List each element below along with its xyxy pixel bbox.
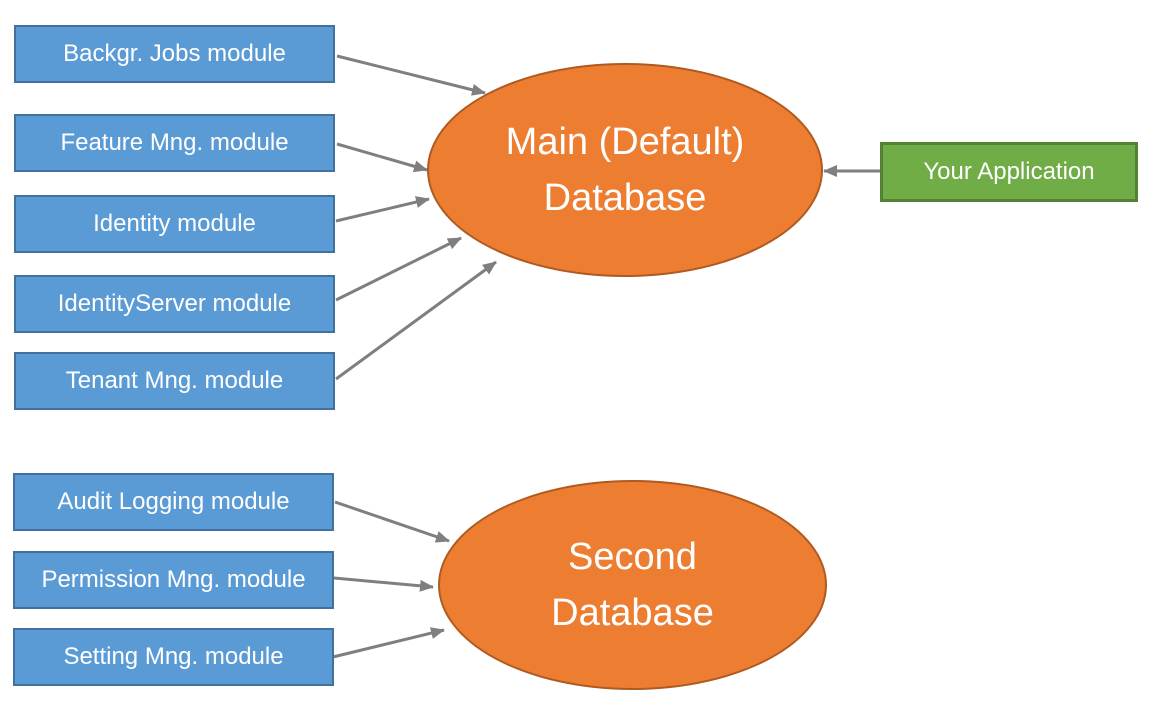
node-label: Feature Mng. module: [60, 129, 289, 156]
arrow-tenant-mng-to-main-db: [335, 260, 497, 381]
node-label: IdentityServer module: [57, 290, 292, 317]
node-audit-logging-module: Audit Logging module: [13, 473, 334, 531]
arrow-identityserver-to-main-db: [335, 236, 462, 302]
node-main-database: Main (Default) Database: [427, 63, 823, 277]
node-label-line1: Second: [568, 536, 697, 578]
node-identityserver-module: IdentityServer module: [14, 275, 335, 333]
node-tenant-mng-module: Tenant Mng. module: [14, 352, 335, 410]
arrow-permission-mng-to-second-db: [333, 576, 434, 592]
node-label: Identity module: [93, 210, 256, 237]
arrow-setting-mng-to-second-db: [332, 627, 445, 659]
node-label-line1: Main (Default): [505, 121, 745, 163]
node-label-line2: Database: [543, 177, 707, 219]
node-label: Backgr. Jobs module: [63, 40, 286, 67]
arrow-feature-mng-to-main-db: [336, 142, 428, 173]
node-your-application: Your Application: [880, 142, 1138, 202]
node-label: Tenant Mng. module: [65, 367, 284, 394]
node-label: Setting Mng. module: [63, 643, 284, 670]
arrow-identity-to-main-db: [335, 196, 430, 223]
node-identity-module: Identity module: [14, 195, 335, 253]
node-second-database: Second Database: [438, 480, 827, 690]
arrow-audit-logging-to-second-db: [334, 500, 450, 543]
node-label: Audit Logging module: [57, 488, 290, 515]
arrow-backgr-jobs-to-main-db: [336, 54, 486, 96]
node-label: Permission Mng. module: [41, 566, 306, 593]
node-permission-mng-module: Permission Mng. module: [13, 551, 334, 609]
node-label: Your Application: [923, 158, 1095, 185]
node-setting-mng-module: Setting Mng. module: [13, 628, 334, 686]
node-backgr-jobs-module: Backgr. Jobs module: [14, 25, 335, 83]
node-feature-mng-module: Feature Mng. module: [14, 114, 335, 172]
node-label-line2: Database: [551, 592, 714, 634]
